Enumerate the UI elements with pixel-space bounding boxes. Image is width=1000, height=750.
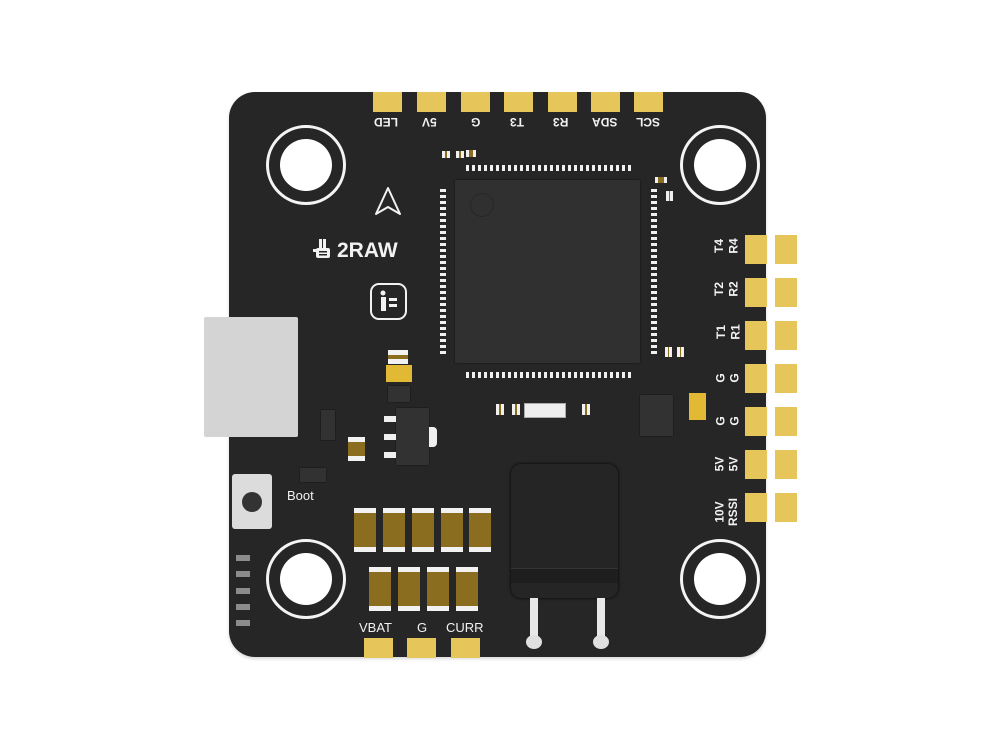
hand-logo-icon [313, 239, 333, 261]
label-t2: T2 [712, 281, 727, 297]
tantalum-capacitor [689, 393, 706, 420]
label-10v: 10V [712, 501, 727, 523]
label-led: LED [374, 115, 398, 129]
smd-capacitor [388, 350, 408, 364]
pad-5v-top [417, 92, 446, 112]
label-t4: T4 [712, 238, 727, 254]
mounting-hole-bottom-left [266, 539, 346, 619]
pad-sda [591, 92, 620, 112]
label-scl: SCL [636, 115, 660, 129]
direction-arrow-icon [374, 186, 402, 216]
label-r2: R2 [726, 281, 741, 297]
smd-resistor [665, 347, 672, 357]
boot-button[interactable] [232, 474, 272, 529]
label-curr: CURR [446, 620, 484, 635]
smd-diode [300, 468, 326, 482]
smd-resistor [677, 347, 684, 357]
mounting-hole-bottom-right [680, 539, 760, 619]
crystal [524, 403, 566, 418]
mcu-chip [455, 180, 640, 363]
label-t3: T3 [510, 115, 525, 129]
pad-g-top [461, 92, 490, 112]
label-rssi: RSSI [726, 497, 741, 527]
smd-resistor [512, 404, 520, 415]
boot-label: Boot [287, 488, 314, 503]
smd-capacitor [348, 437, 365, 461]
smd-resistor [466, 150, 476, 157]
label-g-right-2b: G [727, 416, 742, 426]
pad-curr [451, 638, 480, 658]
label-r3: R3 [553, 115, 569, 129]
label-5v-top: 5V [422, 115, 437, 129]
pad-scl [634, 92, 663, 112]
diode [388, 386, 410, 402]
label-g-top: G [471, 115, 481, 129]
pad-g-bottom [407, 638, 436, 658]
label-vbat: VBAT [359, 620, 392, 635]
usb-c-connector [204, 317, 298, 437]
i-equals-badge-icon [370, 283, 407, 320]
smd-diode [321, 410, 335, 440]
pad-led [373, 92, 402, 112]
label-g-right-1a: G [713, 373, 728, 383]
pad-t3 [504, 92, 533, 112]
mounting-hole-top-left [266, 125, 346, 205]
smd-resistor [442, 151, 450, 158]
label-g-right-1b: G [727, 373, 742, 383]
label-r4: R4 [726, 238, 741, 254]
smd-resistor [496, 404, 504, 415]
smd-resistor [666, 191, 673, 201]
label-r1: R1 [728, 324, 743, 340]
smd-resistor [582, 404, 590, 415]
electrolytic-capacitor [511, 464, 618, 598]
label-5v-right-a: 5V [712, 456, 727, 472]
mounting-hole-top-right [680, 125, 760, 205]
label-5v-right-b: 5V [726, 456, 741, 472]
label-t1: T1 [714, 324, 729, 340]
voltage-regulator-ic [640, 395, 673, 436]
pad-r3 [548, 92, 577, 112]
brand-logo-text: 2RAW [337, 239, 398, 262]
smd-resistor [456, 151, 464, 158]
pad-vbat [364, 638, 393, 658]
smd-resistor [655, 177, 667, 183]
label-g-right-2a: G [713, 416, 728, 426]
ldo-regulator [396, 408, 429, 465]
label-sda: SDA [592, 115, 618, 129]
tantalum-capacitor [386, 365, 412, 382]
label-g-bottom: G [417, 620, 428, 635]
